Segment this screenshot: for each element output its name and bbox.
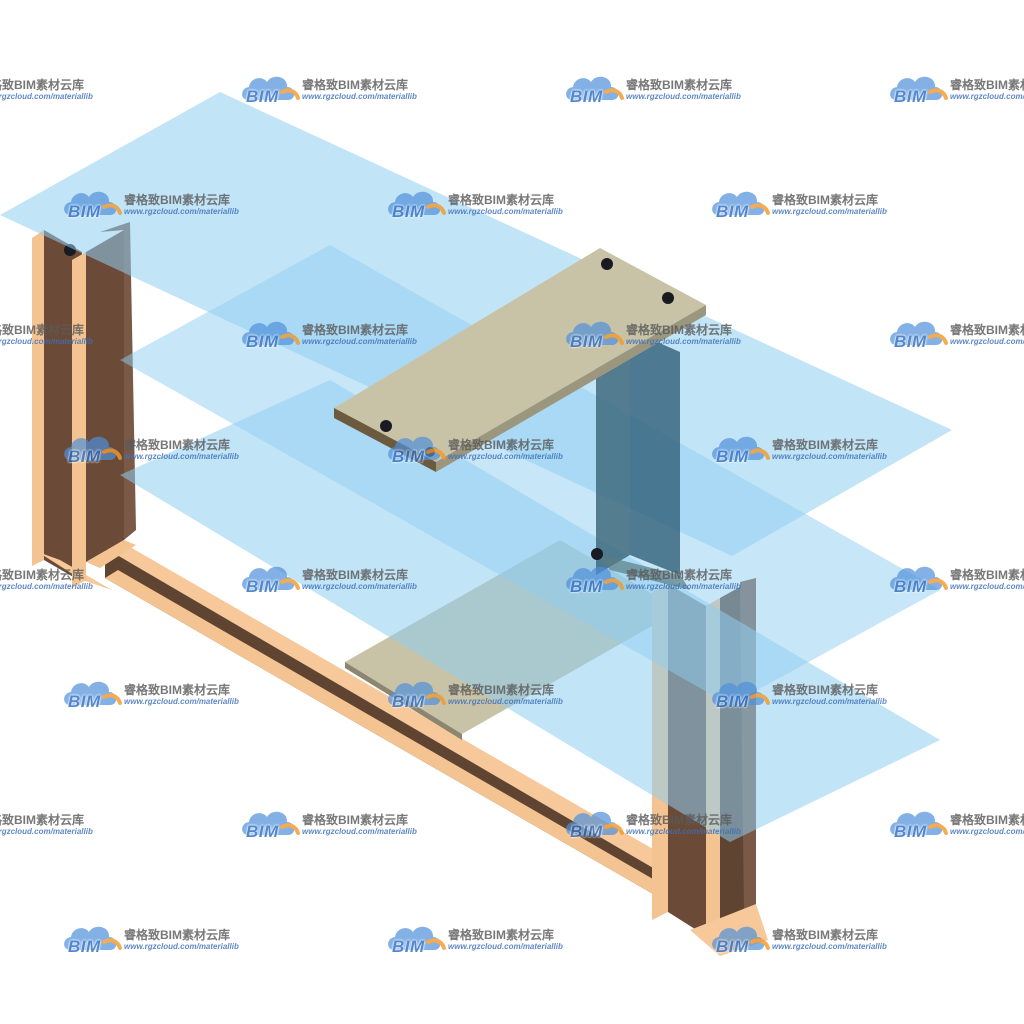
plate-bolt-4 xyxy=(425,447,435,457)
glass-panel-bottom xyxy=(120,380,940,842)
left-column-front xyxy=(72,222,136,588)
bottom-beam xyxy=(105,540,672,898)
central-steel-post xyxy=(596,330,690,590)
plate-bolt-2 xyxy=(662,292,674,304)
plate-bolt-3 xyxy=(380,420,392,432)
plate-bolt-1 xyxy=(601,258,613,270)
central-anchor-bolt xyxy=(591,548,603,560)
